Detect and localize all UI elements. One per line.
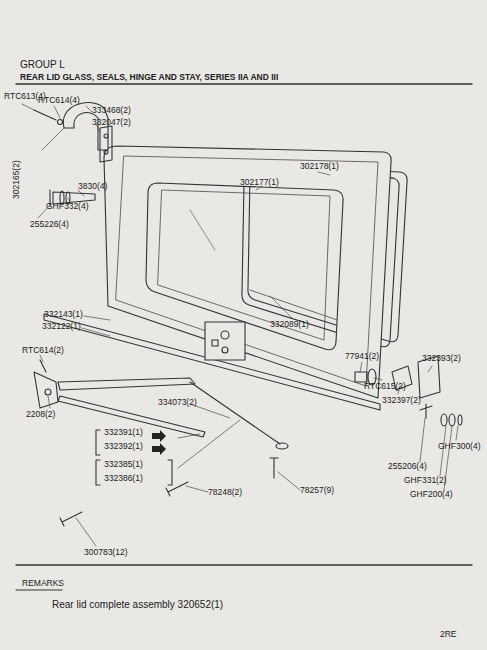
callout-number: 334073(2) <box>158 398 197 407</box>
bracket <box>96 460 100 485</box>
callout-number: RTC614(4) <box>38 96 80 105</box>
callout-number: 332391(1) <box>104 428 143 437</box>
callout-number: 78257(9) <box>300 486 334 495</box>
callout-number: 332385(1) <box>104 460 143 469</box>
stay-plate <box>34 372 58 408</box>
callout-number: REMARKS <box>22 579 64 588</box>
callout-number: 332397(2) <box>382 396 421 405</box>
callout-number: 332122(1) <box>42 322 81 331</box>
rivet <box>60 512 82 526</box>
callout-number: 332392(1) <box>104 442 143 451</box>
callout-number: 332143(1) <box>44 310 83 319</box>
callout-number: 302177(1) <box>240 178 279 187</box>
header-rule <box>16 83 472 84</box>
rivet <box>270 458 278 478</box>
glass-shine <box>190 210 215 250</box>
leader-lines <box>22 104 458 546</box>
bracket <box>96 430 100 455</box>
callout-number: 333468(2) <box>92 106 131 115</box>
callout-number: 332393(2) <box>422 354 461 363</box>
hinge-plate <box>100 126 112 162</box>
page-title: REAR LID GLASS, SEALS, HINGE AND STAY, S… <box>20 72 278 82</box>
frame-inner <box>116 156 378 386</box>
callout-number: 77941(2) <box>345 352 379 361</box>
callout-number: GROUP L <box>20 60 65 70</box>
callout-number: 255206(4) <box>388 462 427 471</box>
pin <box>34 110 56 120</box>
callout-number: 78248(2) <box>208 488 242 497</box>
rivet <box>166 482 188 496</box>
bracket <box>168 460 172 485</box>
callout-number: GHF332(4) <box>46 202 89 211</box>
callout-number: 2RE <box>440 630 457 639</box>
washer <box>58 120 63 125</box>
arrow-symbols <box>152 430 166 455</box>
callout-number: GHF300(4) <box>438 442 481 451</box>
callout-number: 302178(1) <box>300 162 339 171</box>
buffer <box>355 372 367 382</box>
callout-number: 332386(1) <box>104 474 143 483</box>
callout-number: 255226(4) <box>30 220 69 229</box>
callout-number: Rear lid complete assembly 320652(1) <box>52 600 223 610</box>
remarks-underline <box>16 589 62 590</box>
screw <box>420 404 432 418</box>
callout-number: 3830(4) <box>78 182 107 191</box>
glass <box>158 190 330 340</box>
callout-number: 332089(1) <box>270 320 309 329</box>
stay-rod <box>190 382 280 444</box>
callout-number: 300783(12) <box>84 548 127 557</box>
stay-arm <box>58 378 195 390</box>
callout-number: 332047(2) <box>92 118 131 127</box>
callout-number: GHF200(4) <box>410 490 453 499</box>
callout-number: RTC615(2) <box>364 382 406 391</box>
callout-number: RTC614(2) <box>22 346 64 355</box>
remarks-rule <box>16 564 472 565</box>
callout-number: 2208(2) <box>26 410 55 419</box>
stay-rod <box>58 396 205 437</box>
lock-plate <box>205 322 245 360</box>
lid-frame <box>104 146 391 398</box>
bottom-rail <box>44 314 380 410</box>
callout-number: 302165(2) <box>12 160 21 199</box>
callout-number: GHF331(2) <box>404 476 447 485</box>
